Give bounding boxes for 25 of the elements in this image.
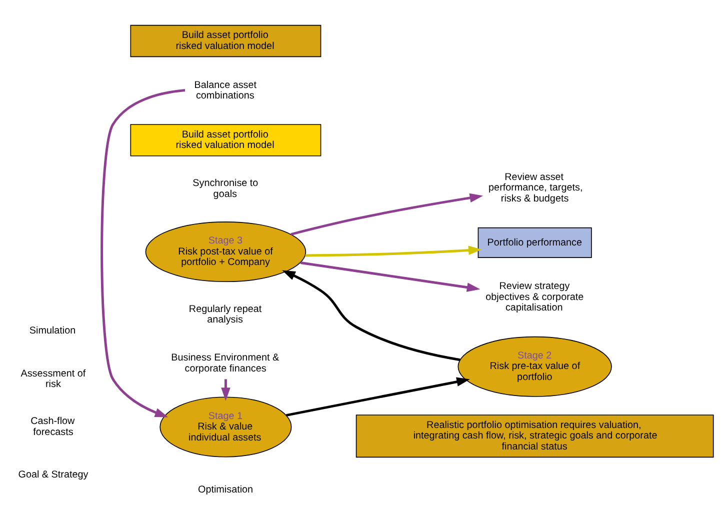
node-box: Realistic portfolio optimisation requires valuation, integrating cash flow, risk, strategic goals and corporate financial status xyxy=(356,414,714,458)
node-ellipse: Stage 1 Risk & value individual assets xyxy=(160,396,292,458)
label: Simulation xyxy=(29,326,76,337)
label: Synchronise to goals xyxy=(192,178,258,200)
node-box: Portfolio performance xyxy=(478,227,592,258)
node-text: Review asset performance, targets, risks & budgets xyxy=(488,172,583,204)
node-text: Business Environment & corporate finances xyxy=(171,352,280,374)
node-ellipse: Stage 3 Risk post-tax value of portfolio + Company xyxy=(145,222,306,282)
label: Cash-flow forecasts xyxy=(30,416,75,438)
label: Optimisation xyxy=(198,484,254,496)
label: Regularly repeat analysis xyxy=(188,304,262,326)
node-box: Build asset portfolio risked valuation model xyxy=(130,124,322,156)
arrow xyxy=(300,262,480,292)
label: Goal & Strategy xyxy=(18,470,88,480)
arrow xyxy=(282,270,460,362)
node-text: Review strategy objectives & corporate capitalisation xyxy=(486,281,584,314)
label: Assessment of risk xyxy=(20,368,86,390)
arrow xyxy=(100,89,186,418)
node-text: Balance asset combinations xyxy=(194,80,257,102)
node-box: Build asset portfolio risked valuation model xyxy=(130,24,322,58)
arrow xyxy=(286,377,470,417)
arrow xyxy=(290,193,484,236)
node-ellipse: Stage 2 Risk pre-tax value of portfolio xyxy=(458,336,612,397)
arrow xyxy=(221,379,230,401)
arrow xyxy=(305,246,482,257)
